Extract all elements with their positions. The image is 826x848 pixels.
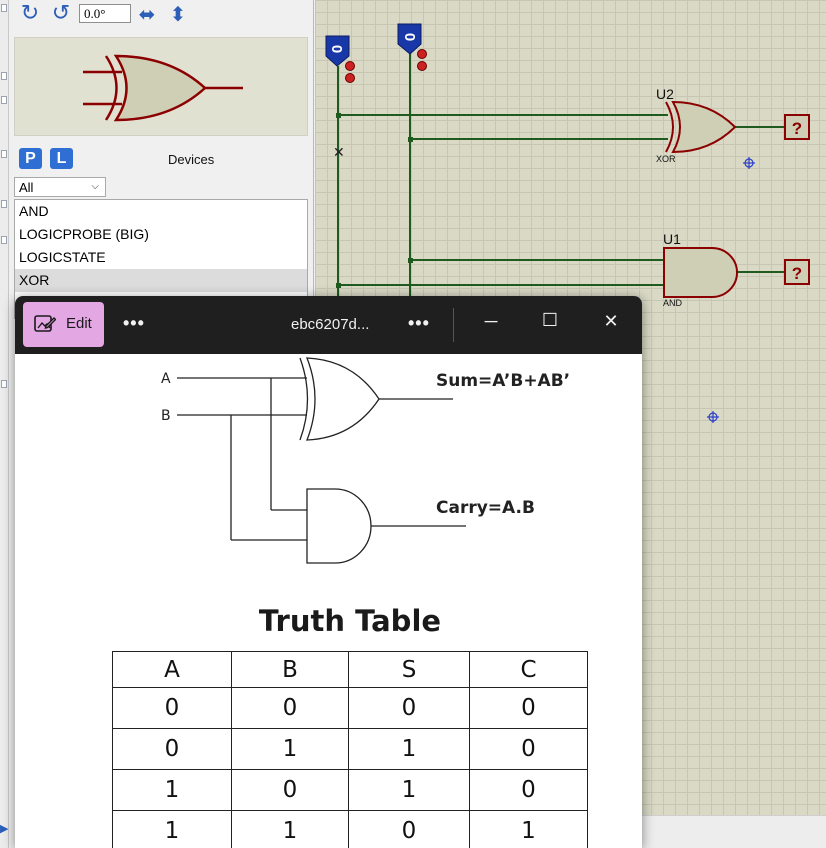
schematic-drawing: ✕ 0 0 U2 XOR — [325, 23, 810, 423]
table-cell: 1 — [231, 810, 349, 848]
table-row: 0 1 1 0 — [112, 728, 588, 770]
flip-horizontal-icon[interactable]: ⬌ — [138, 2, 156, 26]
mode-toolbar-strip: ▶ — [0, 0, 9, 848]
library-manager-button[interactable]: L — [50, 148, 73, 169]
table-cell: 0 — [348, 687, 470, 729]
table-cell: 1 — [231, 728, 349, 770]
origin-marker — [743, 157, 755, 169]
tool-icon[interactable] — [1, 150, 7, 158]
table-cell: 0 — [112, 687, 232, 729]
table-row: 0 0 0 0 — [112, 687, 588, 729]
flip-vertical-icon[interactable]: ⬍ — [169, 2, 187, 26]
truth-table-title: Truth Table — [258, 604, 442, 638]
table-row: 1 0 1 0 — [112, 769, 588, 811]
pick-devices-button[interactable]: P — [19, 148, 42, 169]
rotation-angle-input[interactable] — [79, 4, 131, 23]
more-horizontal-icon[interactable]: ••• — [408, 313, 430, 333]
more-horizontal-icon[interactable]: ••• — [123, 313, 145, 333]
rotate-ccw-icon[interactable]: ↺ — [51, 1, 71, 26]
probe-carry-value: ? — [792, 264, 802, 283]
edit-button[interactable]: Edit — [23, 302, 104, 347]
device-item-xor[interactable]: XOR — [15, 269, 307, 292]
device-item-logicprobe-big[interactable]: LOGICPROBE (BIG) — [19, 226, 149, 242]
u2-ref-label: U2 — [656, 86, 674, 102]
logicstate-a[interactable]: 0 — [325, 35, 355, 83]
title-bar: Edit ••• ebc6207d... ••• ─ ☐ ✕ — [15, 296, 642, 354]
u2-type-label: XOR — [656, 154, 676, 164]
table-cell: 1 — [112, 810, 232, 848]
column-header: C — [469, 651, 588, 688]
table-header-row: A B S C — [112, 651, 588, 688]
u1-type-label: AND — [663, 298, 683, 308]
tool-icon[interactable] — [1, 4, 7, 12]
filter-value: All — [19, 180, 34, 195]
table-cell: 1 — [469, 810, 588, 848]
xor-gate-preview — [83, 54, 243, 122]
maximize-icon[interactable]: ☐ — [541, 310, 559, 330]
truth-table: A B S C 0 0 0 0 0 1 — [112, 651, 588, 848]
logicstate-b-value: 0 — [401, 33, 418, 41]
device-item-and[interactable]: AND — [19, 203, 49, 219]
title-divider — [453, 308, 454, 342]
orientation-toolbar: ↻ ↺ ⬌ ⬍ — [9, 0, 314, 30]
table-cell: 0 — [348, 810, 470, 848]
tool-icon[interactable] — [1, 96, 7, 104]
wire-junctions — [336, 113, 413, 288]
edit-image-icon — [34, 315, 56, 332]
wires — [337, 54, 784, 300]
table-cell: 0 — [469, 687, 588, 729]
device-item-logicstate[interactable]: LOGICSTATE — [19, 249, 106, 265]
logicstate-b[interactable]: 0 — [397, 23, 427, 71]
xor-gate-u2[interactable]: U2 XOR — [656, 86, 737, 164]
input-a-label: A — [161, 371, 171, 387]
table-cell: 0 — [231, 769, 349, 811]
tool-icon[interactable] — [1, 200, 7, 208]
photo-viewer-window: Edit ••• ebc6207d... ••• ─ ☐ ✕ — [15, 296, 642, 848]
table-row: 1 1 0 1 — [112, 810, 588, 848]
table-cell: 1 — [112, 769, 232, 811]
status-bar — [642, 815, 826, 848]
table-cell: 0 — [231, 687, 349, 729]
play-icon[interactable]: ▶ — [0, 823, 9, 835]
tool-icon[interactable] — [1, 236, 7, 244]
close-icon[interactable]: ✕ — [603, 311, 619, 331]
carry-expression: Carry=A.B — [436, 498, 535, 518]
u1-ref-label: U1 — [663, 231, 681, 247]
logic-probe-sum[interactable]: ? — [784, 114, 810, 140]
no-connect-marker: ✕ — [333, 145, 345, 161]
table-cell: 0 — [469, 728, 588, 770]
devices-title: Devices — [168, 152, 215, 167]
library-button-row: P L Devices — [18, 148, 308, 170]
table-cell: 0 — [469, 769, 588, 811]
file-title: ebc6207d... — [291, 316, 370, 333]
sum-expression: Sum=A’B+AB’ — [436, 371, 570, 391]
column-header: A — [112, 651, 232, 688]
device-filter-select[interactable]: All ⌵ — [14, 177, 106, 197]
rotate-cw-icon[interactable]: ↻ — [20, 1, 40, 26]
origin-marker — [707, 411, 719, 423]
probe-sum-value: ? — [792, 119, 802, 138]
tool-icon[interactable] — [1, 380, 7, 388]
column-header: S — [348, 651, 470, 688]
device-preview — [14, 37, 308, 136]
half-adder-image: A B Sum=A’B+AB’ Carry=A.B Truth Table A … — [15, 354, 642, 848]
tool-icon[interactable] — [1, 72, 7, 80]
table-cell: 1 — [348, 769, 470, 811]
input-b-label: B — [161, 408, 171, 424]
table-cell: 1 — [348, 728, 470, 770]
table-cell: 0 — [112, 728, 232, 770]
edit-label: Edit — [66, 315, 92, 332]
and-gate-u1[interactable]: U1 AND — [663, 231, 738, 308]
chevron-down-icon: ⌵ — [91, 181, 99, 192]
logicstate-a-value: 0 — [328, 45, 345, 53]
logic-probe-carry[interactable]: ? — [784, 259, 810, 285]
column-header: B — [231, 651, 349, 688]
minimize-icon[interactable]: ─ — [484, 311, 498, 331]
half-adder-circuit: A B Sum=A’B+AB’ Carry=A.B — [161, 357, 570, 564]
